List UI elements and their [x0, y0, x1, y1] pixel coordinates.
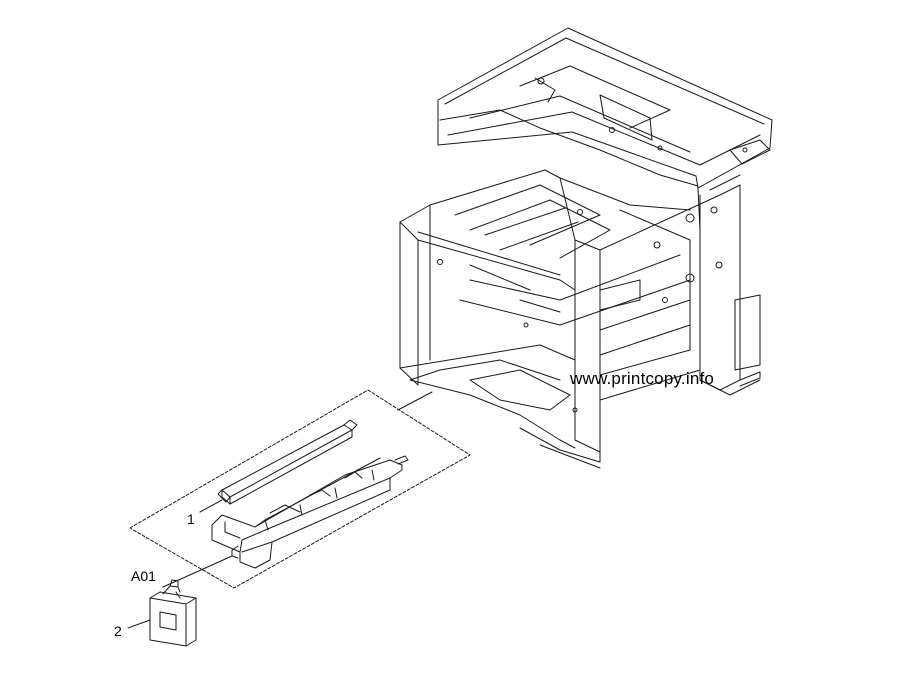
callout-assembly-a01: A01	[131, 568, 156, 584]
assembly-leader-line	[397, 391, 433, 411]
part-1-roller	[217, 419, 358, 505]
leader-assembly-a01	[162, 555, 233, 588]
callout-part-2: 2	[114, 623, 122, 639]
leader-part-2	[127, 619, 151, 629]
frame-holes	[437, 77, 748, 413]
part-2-toner-bottle	[149, 579, 197, 647]
leader-part-1	[199, 499, 223, 513]
watermark-text: www.printcopy.info	[570, 369, 715, 388]
assembly-a01-outline	[129, 389, 471, 589]
callout-part-1: 1	[187, 511, 195, 527]
part-unit-assembly	[211, 455, 409, 569]
main-frame	[399, 27, 773, 469]
